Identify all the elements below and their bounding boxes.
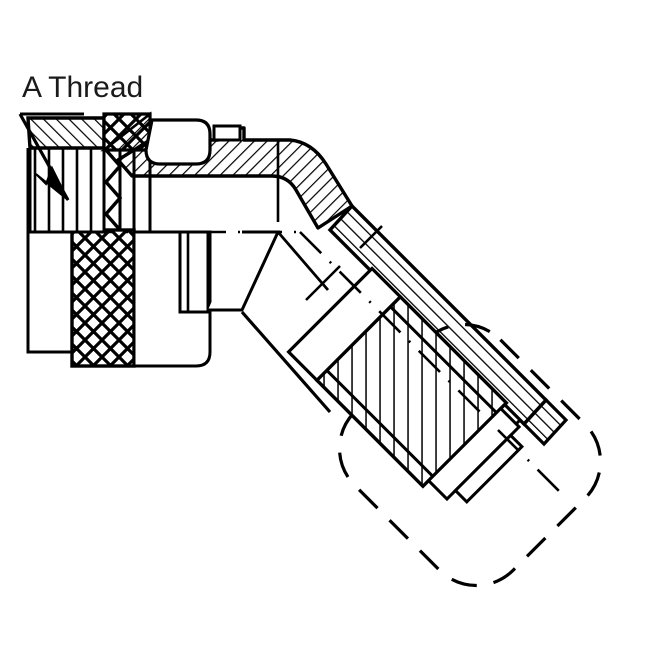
body-lower-outer-line (240, 310, 332, 414)
body-flange-ring (178, 230, 210, 314)
elbow-body-horizontal-leg (116, 118, 354, 230)
male-thread-barrel-pattern (316, 296, 507, 487)
thread-label-text: A Thread (22, 71, 143, 104)
male-thread-minor-dia-bottom (325, 369, 434, 478)
angled-leg-end-cap (521, 397, 569, 447)
nut-lower-left-barrel (26, 230, 74, 354)
male-end-step (453, 433, 525, 504)
body-lower-profile (178, 230, 332, 414)
centerline-angled (299, 231, 561, 493)
body-bore-cavity (144, 118, 212, 166)
male-end-plain-shoulder (286, 266, 403, 383)
nut-thread-profile-zigzag (103, 148, 123, 232)
angled-leg-tick-1 (359, 225, 383, 249)
body-top-notch (212, 124, 242, 142)
swivel-nut-assembly (26, 111, 212, 368)
nut-thread-bore-lines (30, 148, 104, 232)
centerlines (28, 230, 561, 493)
male-threaded-end (286, 266, 525, 504)
male-thread-minor-dia-top (389, 305, 498, 414)
thread-callout (18, 112, 84, 201)
angled-leg-tick-2 (305, 265, 341, 301)
thread-leader-arrowhead (35, 165, 69, 201)
angled-leg-wall-hatch (330, 206, 546, 424)
phantom-outline-mating-part (337, 322, 603, 588)
nut-knurl-band-lower (72, 230, 134, 366)
nut-top-flange-hatch (28, 118, 104, 148)
body-bend-inner-line (276, 231, 330, 291)
